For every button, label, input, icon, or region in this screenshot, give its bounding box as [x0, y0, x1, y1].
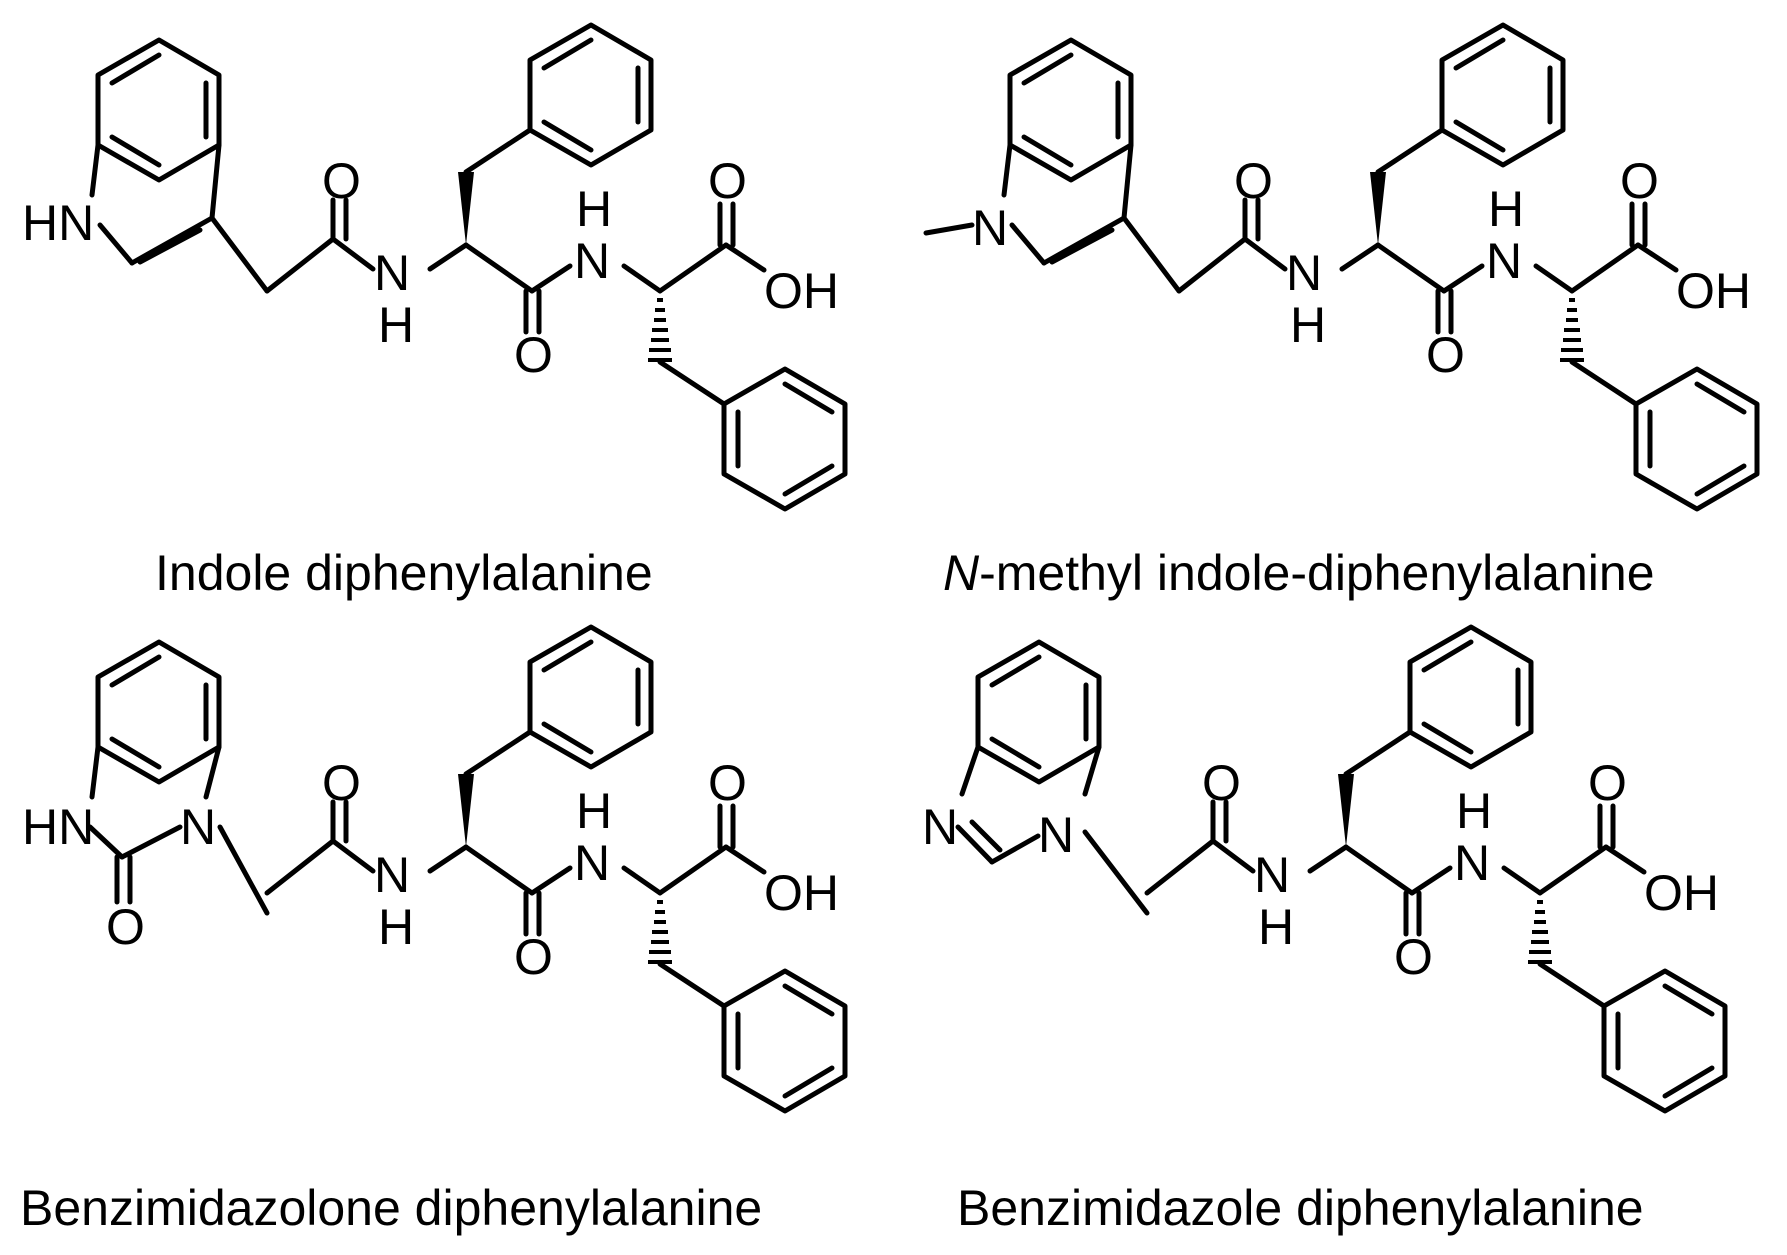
atom-label-o: O	[514, 929, 553, 985]
atom-label-o: O	[1394, 929, 1433, 985]
caption-n-methyl-indole-diphenylalanine: N-methyl indole-diphenylalanine	[943, 545, 1655, 601]
atom-label-n: N	[1486, 233, 1522, 289]
atom-label-n: N	[1454, 835, 1490, 891]
caption-italic-prefix: N	[943, 545, 980, 601]
atom-label-o: O	[106, 899, 145, 955]
atom-label-h: H	[576, 783, 612, 839]
atom-label-o: O	[322, 755, 361, 811]
atom-label-n: N	[972, 200, 1008, 256]
atom-label-n: N	[374, 245, 410, 301]
atom-label-o: O	[1588, 755, 1627, 811]
atom-label-o: O	[1202, 755, 1241, 811]
atom-label-hn: HN	[22, 799, 94, 855]
atom-label-o: O	[1620, 153, 1659, 209]
atom-label-n: N	[180, 799, 216, 855]
molecule-n-methyl-indole-diphenylalanine: N O N H O N H O OH	[923, 25, 1757, 509]
atom-label-o: O	[1234, 153, 1273, 209]
caption-rest: -methyl indole-diphenylalanine	[979, 545, 1654, 601]
atom-label-h: H	[1290, 297, 1326, 353]
caption-benzimidazole-diphenylalanine: Benzimidazole diphenylalanine	[957, 1180, 1644, 1236]
atom-label-n: N	[374, 847, 410, 903]
atom-label-h: H	[378, 297, 414, 353]
atom-label-o: O	[322, 153, 361, 209]
atom-label-h: H	[378, 899, 414, 955]
molecule-benzimidazole-diphenylalanine: N N O N H O N H O OH	[922, 627, 1725, 1111]
atom-label-n: N	[574, 233, 610, 289]
atom-label-hn: HN	[22, 195, 94, 251]
atom-label-n: N	[1286, 245, 1322, 301]
atom-label-n: N	[1254, 847, 1290, 903]
caption-indole-diphenylalanine: Indole diphenylalanine	[155, 545, 653, 601]
atom-label-o: O	[708, 153, 747, 209]
atom-label-n: N	[922, 799, 958, 855]
molecule-indole-diphenylalanine: HN O N H O N H O OH Indole diphenylalani…	[22, 25, 845, 601]
atom-label-n: N	[574, 835, 610, 891]
atom-label-o: O	[1426, 327, 1465, 383]
atom-label-h: H	[576, 181, 612, 237]
atom-label-o: O	[514, 327, 553, 383]
atom-label-h: H	[1258, 899, 1294, 955]
molecule-benzimidazolone-diphenylalanine: HN N O O N H O N H O OH	[22, 627, 845, 1111]
atom-label-oh: OH	[764, 263, 839, 319]
caption-benzimidazolone-diphenylalanine: Benzimidazolone diphenylalanine	[20, 1180, 762, 1236]
atom-label-oh: OH	[1644, 865, 1719, 921]
atom-label-o: O	[708, 755, 747, 811]
atom-label-oh: OH	[1676, 263, 1751, 319]
atom-label-oh: OH	[764, 865, 839, 921]
atom-label-h: H	[1456, 783, 1492, 839]
atom-label-n: N	[1038, 807, 1074, 863]
atom-label-h: H	[1488, 181, 1524, 237]
